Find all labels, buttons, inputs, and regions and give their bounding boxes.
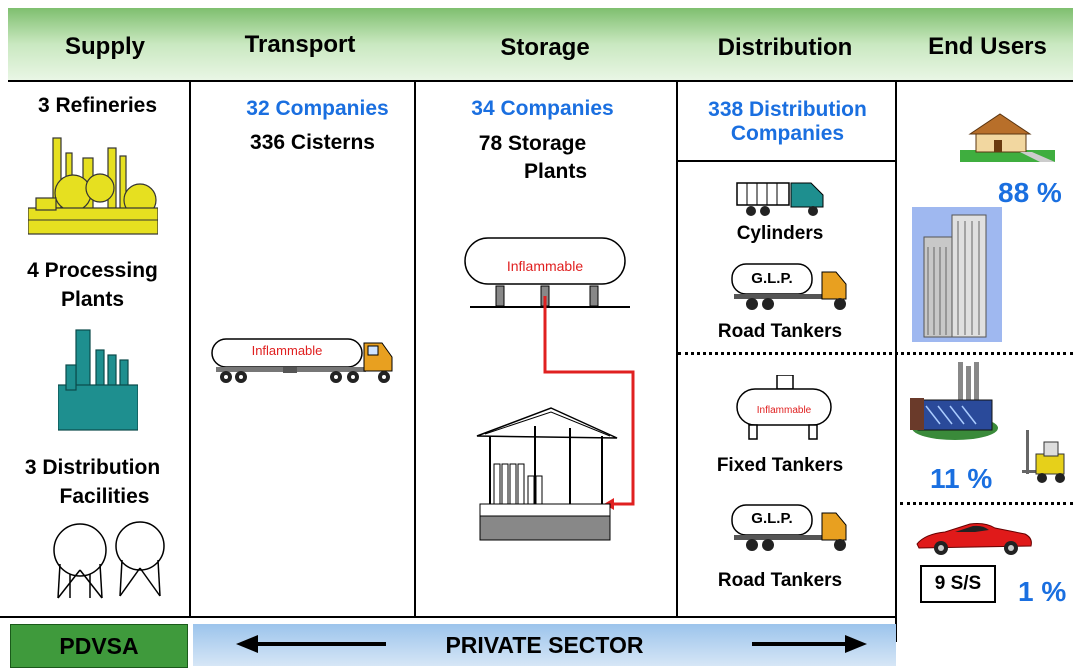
divider-bottom (0, 616, 897, 618)
fixed-tank-label: Inflammable (756, 405, 812, 416)
office-building-icon (912, 207, 1002, 342)
divider-supply-transport (189, 82, 191, 617)
supply-facilities-line2: Facilities (59, 485, 150, 508)
arrow-right-icon (752, 635, 867, 653)
header-supply: Supply (64, 33, 145, 60)
supply-processing-line2: Plants (60, 288, 125, 311)
service-stations-box: 9 S/S (920, 565, 996, 603)
distribution-fixed-tankers: Fixed Tankers (716, 455, 844, 476)
divider-storage-distribution (676, 82, 678, 617)
storage-companies: 34 Companies (471, 97, 614, 120)
glp-label-1: G.L.P. (751, 270, 793, 287)
fixed-tanker-icon (736, 375, 832, 440)
header-band (8, 8, 1073, 82)
supply-refineries: 3 Refineries (37, 94, 158, 117)
pdvsa-bar: PDVSA (10, 624, 188, 668)
header-end-users: End Users (928, 33, 1047, 60)
arrow-left-icon (236, 635, 386, 653)
supply-facilities-line1: 3 Distribution (24, 456, 161, 479)
distribution-road-tankers-1: Road Tankers (717, 321, 843, 342)
dotted-divider-1 (678, 352, 1073, 355)
distribution-cylinders: Cylinders (736, 223, 824, 244)
auto-percent: 1 % (1018, 576, 1067, 607)
industrial-percent: 11 % (930, 463, 993, 494)
cylinder-truck-icon (736, 182, 824, 216)
distribution-road-tankers-2: Road Tankers (717, 570, 843, 591)
refinery-icon (28, 137, 158, 235)
storage-tank-pipe-diagram (464, 237, 635, 541)
sports-car-icon (916, 523, 1032, 555)
dotted-divider-2 (900, 502, 1073, 505)
glp-label-2: G.L.P. (751, 510, 793, 527)
glp-truck-icon-1 (731, 263, 847, 310)
distribution-companies-line1: 338 Distribution (708, 98, 867, 121)
transport-tank-label: Inflammable (251, 343, 323, 358)
transport-cisterns: 336 Cisterns (250, 131, 375, 154)
processing-plant-icon (58, 329, 138, 431)
forklift-icon (1022, 430, 1065, 483)
storage-plants-line2: Plants (523, 160, 588, 183)
header-distribution: Distribution (717, 34, 853, 61)
glp-truck-icon-2 (731, 504, 847, 551)
transport-companies: 32 Companies (246, 97, 389, 120)
factory-icon (910, 362, 998, 440)
private-sector-label: PRIVATE SECTOR (445, 631, 644, 658)
residential-percent: 88 % (998, 177, 1062, 208)
storage-plants-line1: 78 Storage (478, 132, 587, 155)
divider-transport-storage (414, 82, 416, 617)
spherical-tanks-icon (53, 521, 165, 599)
storage-tank-label: Inflammable (506, 258, 584, 274)
divider-distribution-header (678, 160, 895, 162)
tanker-truck-icon (211, 338, 393, 383)
divider-distribution-endusers (895, 82, 897, 642)
header-transport: Transport (244, 31, 356, 58)
house-icon (960, 113, 1055, 162)
supply-processing-line1: 4 Processing (27, 259, 158, 282)
header-storage: Storage (500, 34, 590, 61)
distribution-companies-line2: Companies (730, 122, 845, 145)
